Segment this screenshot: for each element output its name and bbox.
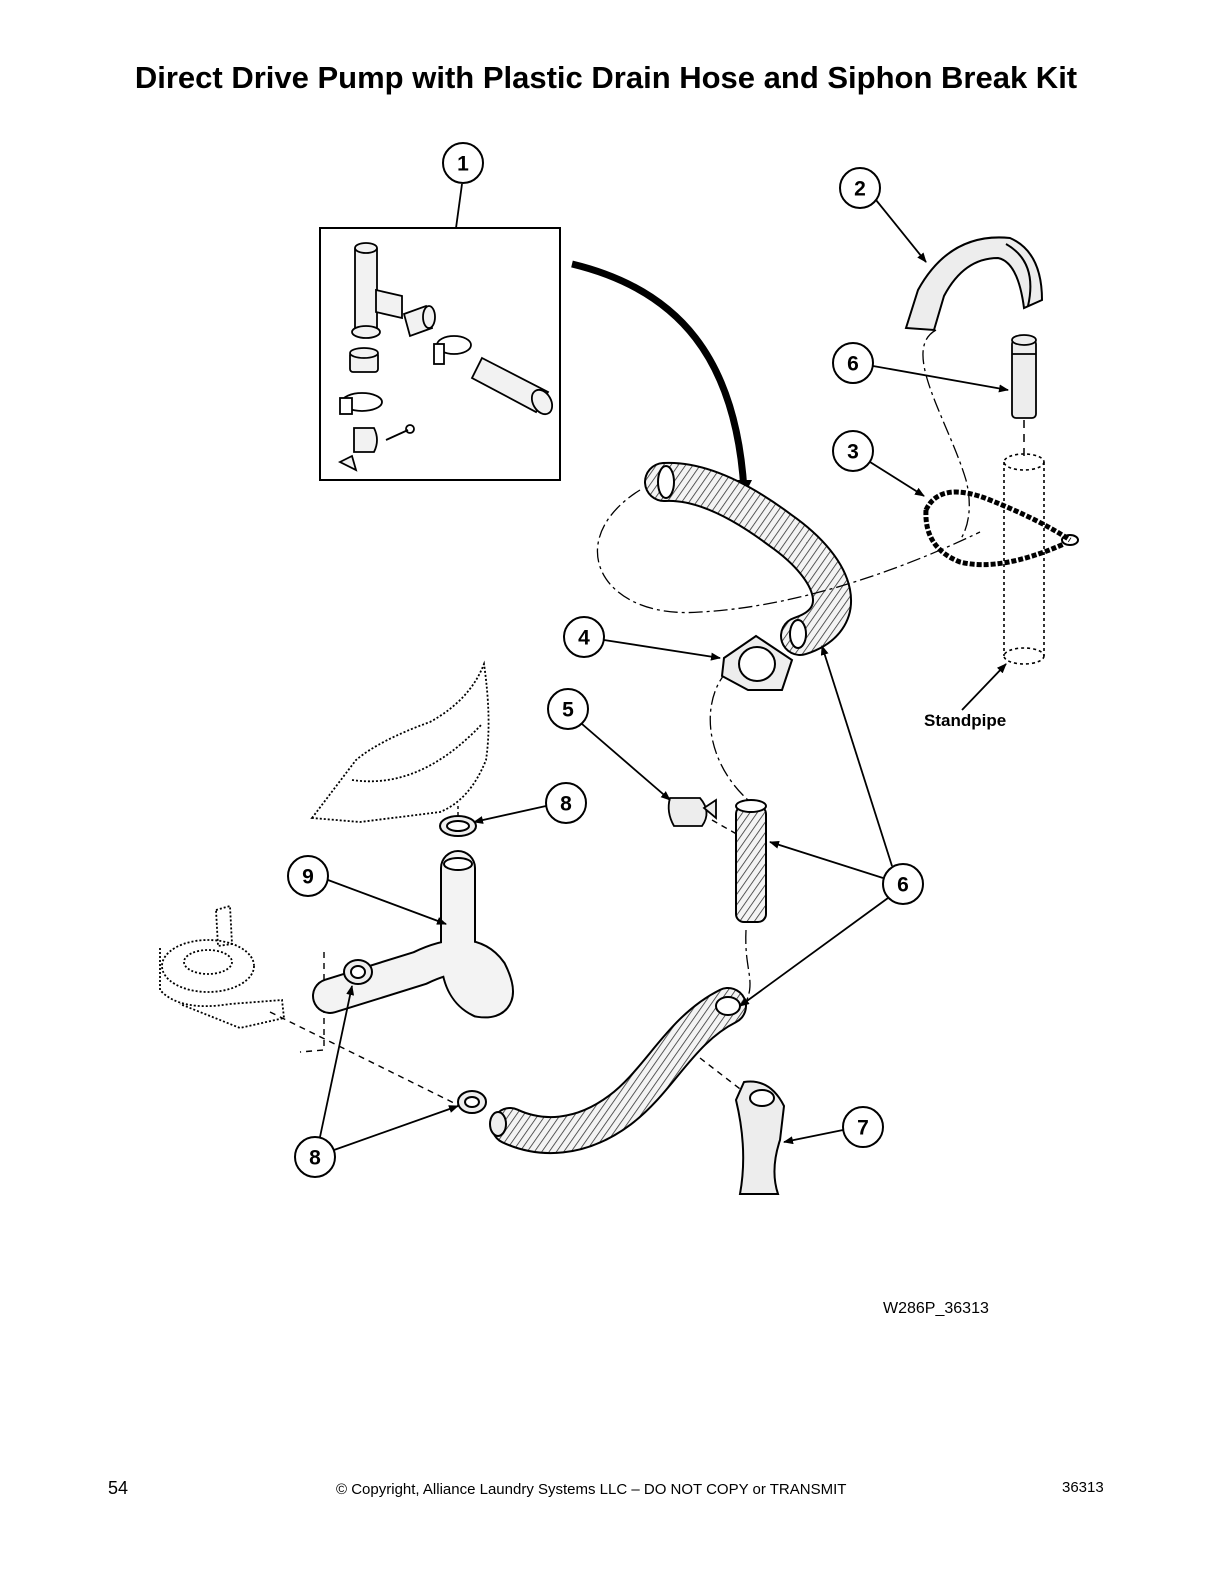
- callout-8-upper: [545, 782, 587, 824]
- siphon-break-kit-box: [319, 227, 561, 481]
- callout-5: [547, 688, 589, 730]
- document-number: 36313: [1062, 1479, 1104, 1496]
- standpipe: [1003, 453, 1045, 665]
- callout-1: [442, 142, 484, 184]
- callout-6-upper-number: 6: [847, 353, 859, 376]
- siphon-break-fitting: [904, 236, 1044, 332]
- hose-clamp-lower-right: [457, 1090, 487, 1114]
- hose-guide: [720, 634, 794, 691]
- callout-1-number: 1: [457, 153, 469, 176]
- callout-2-number: 2: [854, 178, 866, 201]
- callout-8-lower-number: 8: [309, 1147, 321, 1170]
- mounting-clip: [353, 424, 415, 453]
- clamp-medium: [339, 392, 383, 415]
- page-number: 54: [108, 1478, 129, 1498]
- copyright-notice: © Copyright, Alliance Laundry Systems LL…: [336, 1481, 847, 1498]
- drain-hose-lower: [489, 987, 747, 1155]
- callout-3-number: 3: [847, 441, 859, 464]
- tee-fitting: [351, 242, 403, 339]
- hose-clamp-upper: [439, 815, 477, 837]
- callout-4-number: 4: [578, 627, 590, 650]
- callout-3: [832, 430, 874, 472]
- leader-lines: [319, 199, 1009, 1151]
- push-rivet: [337, 454, 358, 472]
- callout-8-lower: [294, 1136, 336, 1178]
- hose-clip: [667, 797, 717, 827]
- callout-2: [839, 167, 881, 209]
- standpipe-label: Standpipe: [924, 711, 1006, 730]
- short-hose: [470, 356, 554, 416]
- callout-5-number: 5: [562, 699, 574, 722]
- callout-6-lower: [882, 863, 924, 905]
- pump: [159, 904, 285, 1029]
- drain-hose-connector-upper: [1011, 334, 1037, 419]
- callout-6-upper: [832, 342, 874, 384]
- drawing-id: W286P_36313: [883, 1300, 989, 1317]
- callout-8-upper-number: 8: [560, 793, 572, 816]
- callout-4: [563, 616, 605, 658]
- drain-hose-middle: [735, 799, 767, 923]
- routing-lines: [596, 329, 981, 1003]
- pump-cover: [310, 660, 490, 823]
- bead-chain: [923, 489, 1079, 568]
- page-title: Direct Drive Pump with Plastic Drain Hos…: [134, 60, 1078, 95]
- hose-clamp-lower-left: [343, 959, 373, 985]
- callout-6-lower-number: 6: [897, 874, 909, 897]
- cap: [349, 347, 379, 373]
- coupling: [402, 304, 436, 338]
- pump-hose: [312, 850, 514, 1019]
- callout-9: [287, 855, 329, 897]
- callout-7-number: 7: [857, 1117, 869, 1140]
- clamp-small: [433, 335, 472, 365]
- hose-bracket: [734, 1080, 786, 1195]
- drain-hose-upper: [644, 461, 852, 656]
- callout-9-number: 9: [302, 866, 314, 889]
- callout-7: [842, 1106, 884, 1148]
- kit-location-arrow: [571, 260, 748, 491]
